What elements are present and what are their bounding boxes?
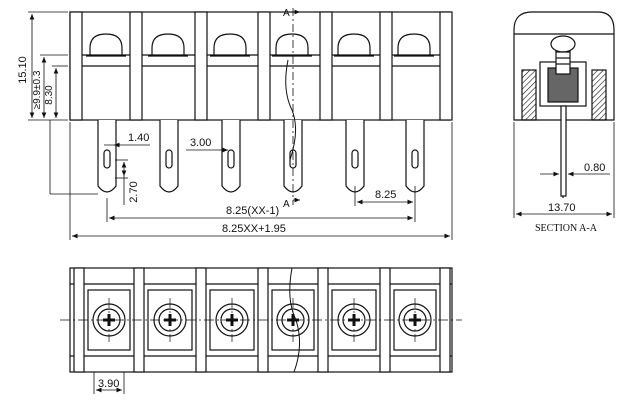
section-mark-bottom: A — [283, 199, 290, 210]
front-pins — [97, 120, 425, 193]
dim-span-pins: 8.25(XX-1) — [226, 205, 279, 217]
bottom-offset-lines — [93, 372, 125, 394]
dim-height-total: 15.10 — [17, 56, 29, 84]
dim-pitch: 8.25 — [375, 189, 396, 201]
section-hatch-right — [591, 69, 607, 121]
dim-pin-width: 1.40 — [128, 132, 149, 144]
front-barriers — [69, 11, 453, 121]
section-pin — [560, 105, 567, 197]
section-view — [513, 11, 615, 200]
dim-section-width: 13.70 — [548, 202, 576, 214]
inner-dimensions — [104, 142, 228, 205]
section-dimension-lines — [513, 122, 615, 218]
dim-slot-width: 3.00 — [190, 137, 211, 149]
dim-height-low: 8.30 — [44, 85, 55, 105]
dim-height-mid: ≥9.9±0.3 — [32, 70, 43, 109]
span-dimension-lines — [69, 122, 453, 240]
dim-slot-length: 2.70 — [128, 181, 140, 202]
section-caption: SECTION A-A — [535, 223, 598, 234]
left-vertical-dimensions — [28, 11, 98, 195]
dim-pin-thickness: 0.80 — [584, 162, 605, 174]
front-screw-heads — [86, 33, 434, 57]
front-break-line — [285, 59, 296, 161]
front-view — [69, 8, 453, 205]
section-mark-top: A — [283, 8, 290, 19]
section-hatch-left — [521, 69, 537, 121]
dim-bottom-offset: 3.90 — [98, 378, 119, 390]
top-centerlines — [60, 298, 462, 342]
pitch-dimension-lines — [354, 186, 416, 206]
dim-span-total: 8.25XX+1.95 — [222, 223, 286, 235]
